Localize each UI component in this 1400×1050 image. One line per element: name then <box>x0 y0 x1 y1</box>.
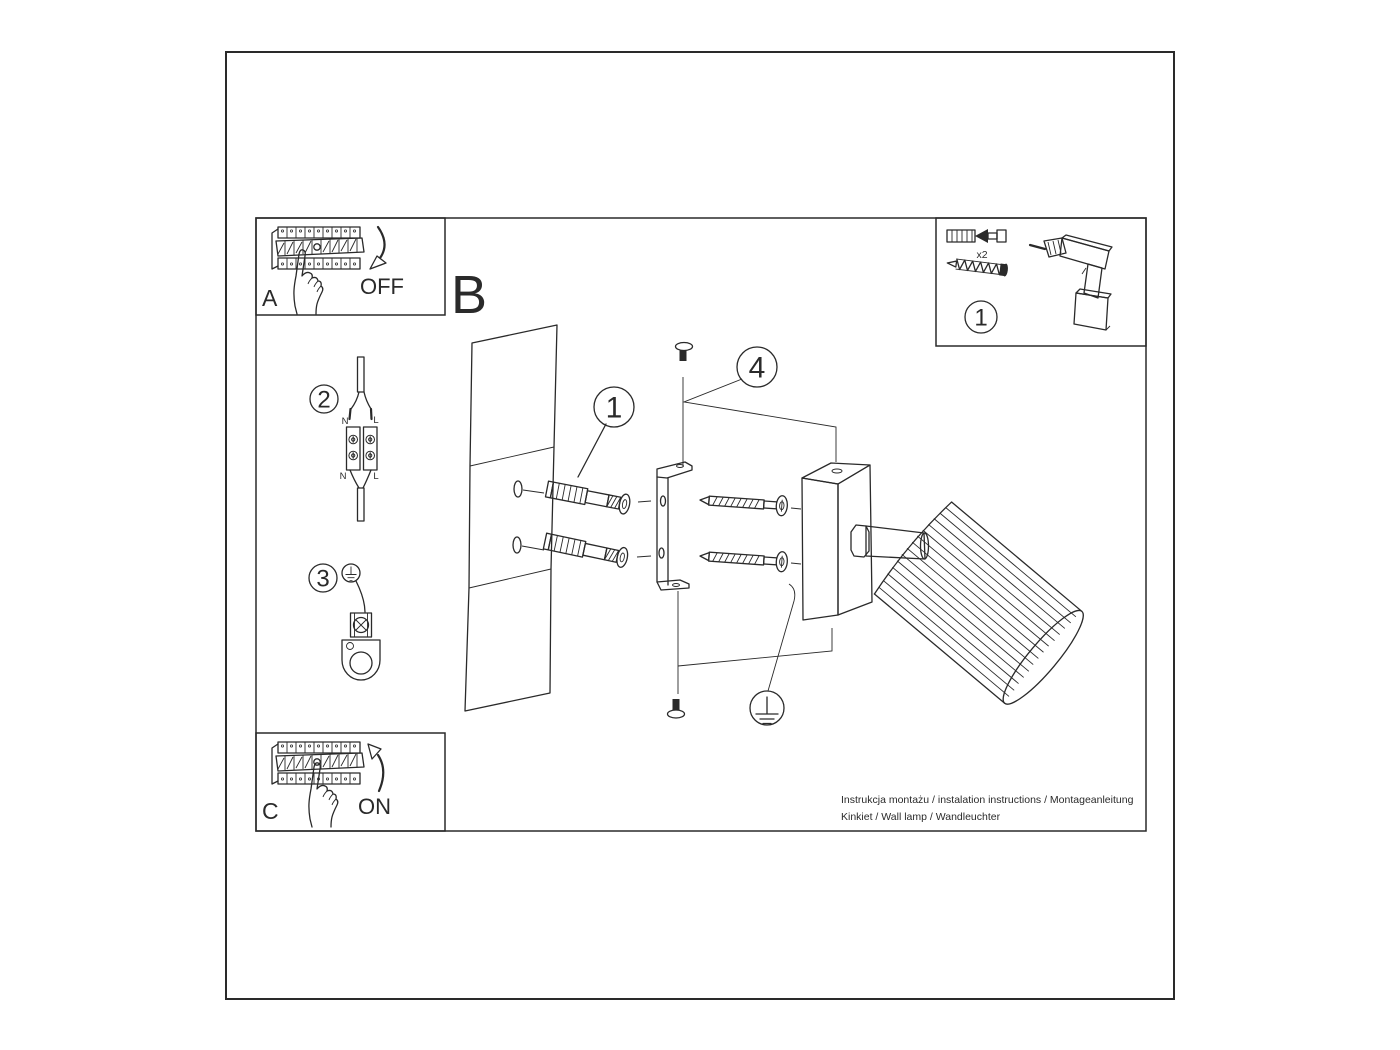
anchor-callout-circle <box>593 386 635 428</box>
wire-label-l-bottom: L <box>373 471 378 482</box>
screw-callout-number: 4 <box>749 352 766 385</box>
step3-callout-number: 3 <box>316 566 329 593</box>
screw-icon <box>946 258 1008 277</box>
mounting-bracket <box>656 461 693 591</box>
off-label: OFF <box>360 274 404 299</box>
wire-label-n-bottom: N <box>340 471 347 482</box>
wall-hole-bottom <box>512 536 522 554</box>
wall-plug-icon <box>946 229 1007 243</box>
step3-callout-circle <box>308 563 338 593</box>
parts-box-content: x2 1 <box>946 229 1113 334</box>
on-label: ON <box>358 794 391 819</box>
turn-off-arrow-icon <box>369 225 387 270</box>
step-c-box <box>255 732 446 832</box>
earth-symbol-icon <box>341 563 361 583</box>
cable-top <box>356 356 365 393</box>
step3-grounding-illustration: 3 <box>308 563 381 681</box>
anchor-callout-number: 1 <box>606 392 623 425</box>
parts-box <box>935 217 1147 347</box>
drill-icon <box>1028 234 1113 331</box>
wall-panel <box>464 324 558 712</box>
exploded-view: 1 4 <box>464 324 1084 726</box>
step-a-label: A <box>262 285 278 311</box>
pivot-joint <box>850 524 930 560</box>
parts-callout-circle <box>964 300 998 334</box>
wall-hole-top <box>513 480 523 498</box>
step2-callout-number: 2 <box>317 387 330 414</box>
outer-page-frame <box>225 51 1175 1000</box>
footer-line2: Kinkiet / Wall lamp / Wandleuchter <box>841 811 1001 823</box>
wire-label-n-top: N <box>342 416 349 427</box>
footer: Instrukcja montażu / instalation instruc… <box>841 794 1134 823</box>
terminal-block-left <box>345 426 361 471</box>
screw-callout-circle <box>736 346 778 388</box>
footer-line1: Instrukcja montażu / instalation instruc… <box>841 794 1134 806</box>
terminal-block-right <box>362 426 378 471</box>
earth-wire <box>355 580 366 613</box>
lamp-shade <box>873 501 1084 705</box>
step2-wiring-illustration: 2 N L N L <box>309 356 379 522</box>
cable-bottom <box>356 487 365 522</box>
inner-diagram-frame <box>255 217 1147 832</box>
step-b-label: B <box>451 265 487 325</box>
earth-terminal <box>349 612 373 638</box>
step-c-label: C <box>262 798 279 824</box>
turn-on-arrow-icon <box>367 743 385 793</box>
plug-quantity-label: x2 <box>976 249 987 261</box>
fixing-screw-top <box>674 341 694 361</box>
earth-leader-line <box>767 583 796 692</box>
wire-label-l-top: L <box>373 415 378 426</box>
fixing-screw-bottom <box>666 699 686 719</box>
lamp-base <box>801 462 873 621</box>
parts-callout-number: 1 <box>974 305 987 332</box>
earth-symbol-icon <box>749 690 785 726</box>
step-a-illustration: A OFF <box>262 225 404 315</box>
step2-callout-circle <box>309 384 339 414</box>
step-a-box <box>255 217 446 316</box>
step-c-illustration: C ON <box>262 741 391 828</box>
bracket-foot-icon <box>341 639 381 681</box>
